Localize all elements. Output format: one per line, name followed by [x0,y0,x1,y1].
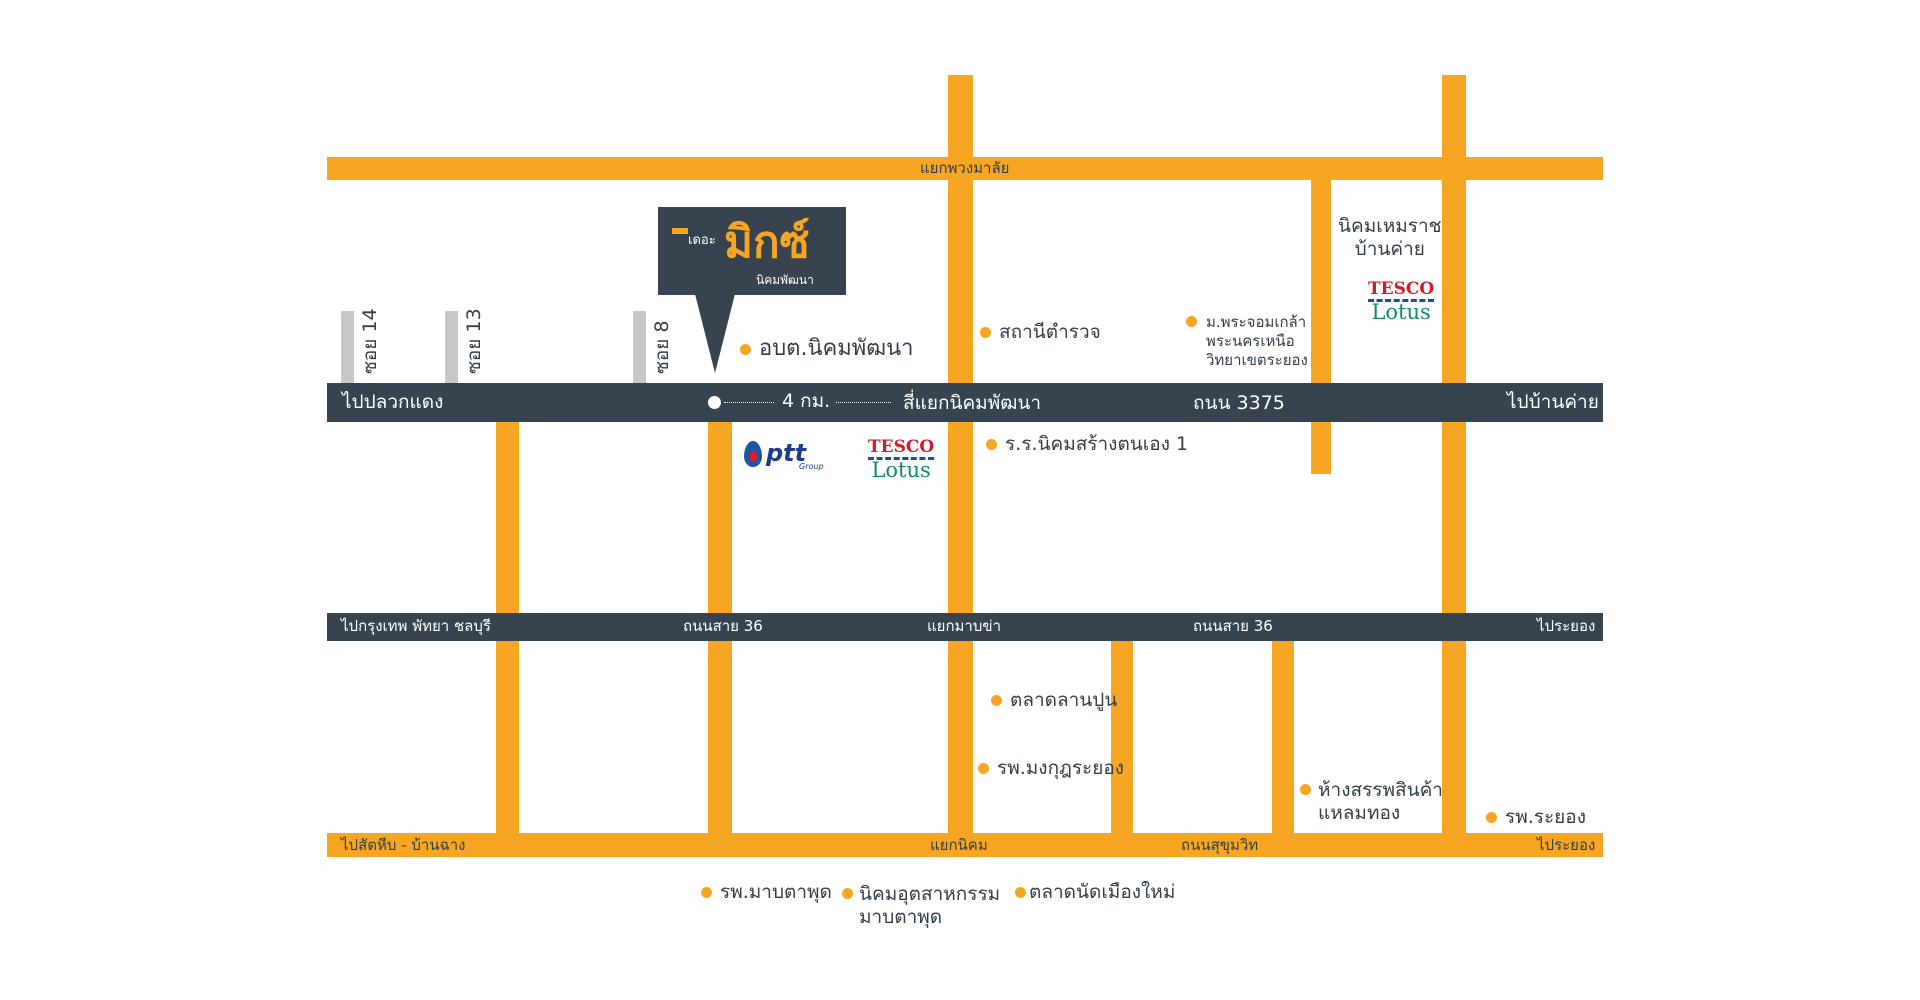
place-dot-icon [701,887,712,898]
place-mall: ห้างสรรพสินค้า แหลมทอง [1300,779,1443,825]
place-market: ตลาดลานปูน [991,691,1117,710]
location-pointer-icon [695,294,735,373]
place-dot-icon [740,343,751,355]
place-label: ม.พระจอมเกล้า [1206,313,1307,331]
place-hosp-mongkut: รพ.มงกุฎระยอง [978,759,1124,778]
place-label: อบต.นิคมพัฒนา [759,336,914,361]
place-dot-icon [986,439,997,450]
place-school: ร.ร.นิคมสร้างตนเอง 1 [986,435,1188,454]
place-label: รพ.ระยอง [1505,806,1587,828]
place-dot-icon [991,695,1002,706]
road-vertical-right [1442,75,1466,857]
label-mid-left: ไปกรุงเทพ พัทยา ชลบุรี [341,617,491,635]
ptt-text: ptt [766,439,807,467]
place-dot-icon [978,763,989,774]
logo-sub: นิคมพัฒนา [756,273,814,287]
tesco-text: TESCO [1368,281,1435,302]
soi-13-bar [445,311,458,383]
label-mid-road1: ถนนสาย 36 [683,617,763,635]
place-police: สถานีตำรวจ [980,323,1101,342]
place-hosp-rayong: รพ.ระยอง [1486,808,1586,827]
soi-8-label: ซอย 8 [651,320,673,374]
logo-bracket-icon [672,228,688,234]
place-market2: ตลาดนัดเมืองใหม่ [1015,883,1175,902]
place-label: แหลมทอง [1318,801,1401,824]
place-hemaraj: นิคมเหมราช บ้านค่าย [1338,215,1442,261]
place-label: ตลาดลานปูน [1010,689,1118,711]
logo-name: มิกซ์ [724,217,810,268]
place-estate: นิคมอุตสาหกรรม มาบตาพุด [842,883,1000,929]
label-mid-right: ไประยอง [1537,617,1596,635]
place-obt: อบต.นิคมพัฒนา [740,338,913,360]
place-dot-icon [1486,812,1497,823]
tesco-lotus-logo-main: TESCO Lotus [868,439,935,482]
place-label: สถานีตำรวจ [999,321,1101,343]
location-dot [708,396,721,409]
place-dot-icon [1300,784,1311,795]
place-label: มาบตาพุด [859,905,943,928]
distance-line [724,402,774,403]
place-label: บ้านค่าย [1354,237,1425,260]
soi-8-bar [633,311,646,383]
place-label: พระนครเหนือ [1206,331,1295,350]
label-top-junction: แยกพวงมาลัย [920,159,1010,177]
place-dot-icon [1186,316,1197,327]
label-main-left: ไปปลวกแดง [342,391,444,413]
tesco-lotus-logo-hemaraj: TESCO Lotus [1368,281,1435,324]
label-bottom-road: ถนนสุขุมวิท [1181,836,1259,854]
place-university: ม.พระจอมเกล้า พระนครเหนือ วิทยาเขตระยอง [1186,313,1308,369]
tesco-text: TESCO [868,439,935,460]
place-label: รพ.มงกุฎระยอง [997,757,1125,779]
logo-prefix: เดอะ [688,233,716,248]
place-label: นิคมเหมราช [1338,215,1442,237]
place-label: วิทยาเขตระยอง [1206,350,1308,369]
road-main-3375 [327,383,1603,422]
label-bottom-junction: แยกนิคม [930,836,988,854]
label-bottom-left: ไปสัตหีบ - บ้านฉาง [341,836,466,854]
road-vertical-hemaraj [1311,180,1331,474]
place-label: รพ.มาบตาพุด [720,881,832,903]
place-label: นิคมอุตสาหกรรม [859,883,1001,905]
soi-14-bar [341,311,354,383]
place-dot-icon [1015,887,1026,898]
soi-13-label: ซอย 13 [463,308,485,374]
road-bottom-sukhumvit [327,833,1603,857]
place-hosp-maptaphut: รพ.มาบตาพุด [701,883,832,902]
place-label: ตลาดนัดเมืองใหม่ [1029,881,1176,903]
lotus-text: Lotus [871,458,931,482]
road-vertical-center [948,75,973,857]
road-vertical-5 [1272,640,1294,857]
lotus-text: Lotus [1371,300,1431,324]
place-dot-icon [980,327,991,338]
label-main-road: ถนน 3375 [1193,392,1285,414]
place-dot-icon [842,888,853,899]
soi-14-label: ซอย 14 [359,308,381,374]
place-label: ร.ร.นิคมสร้างตนเอง 1 [1005,433,1189,455]
ptt-flame-icon [744,441,762,467]
label-main-right: ไปบ้านค่าย [1507,391,1599,413]
ptt-sub-text: Group [799,462,824,471]
ptt-logo: ptt Group [744,437,834,473]
label-mid-road2: ถนนสาย 36 [1193,617,1273,635]
label-distance: 4 กม. [782,390,831,412]
distance-line-2 [836,402,891,403]
label-mid-junction: แยกมาบข่า [927,617,1002,635]
road-vertical-4 [1111,640,1133,857]
road-36 [327,613,1603,641]
project-logo: เดอะ มิกซ์ นิคมพัฒนา [658,207,846,295]
place-label: ห้างสรรพสินค้า [1318,779,1443,801]
label-main-junction: สี่แยกนิคมพัฒนา [903,392,1042,414]
label-bottom-right: ไประยอง [1537,836,1596,854]
